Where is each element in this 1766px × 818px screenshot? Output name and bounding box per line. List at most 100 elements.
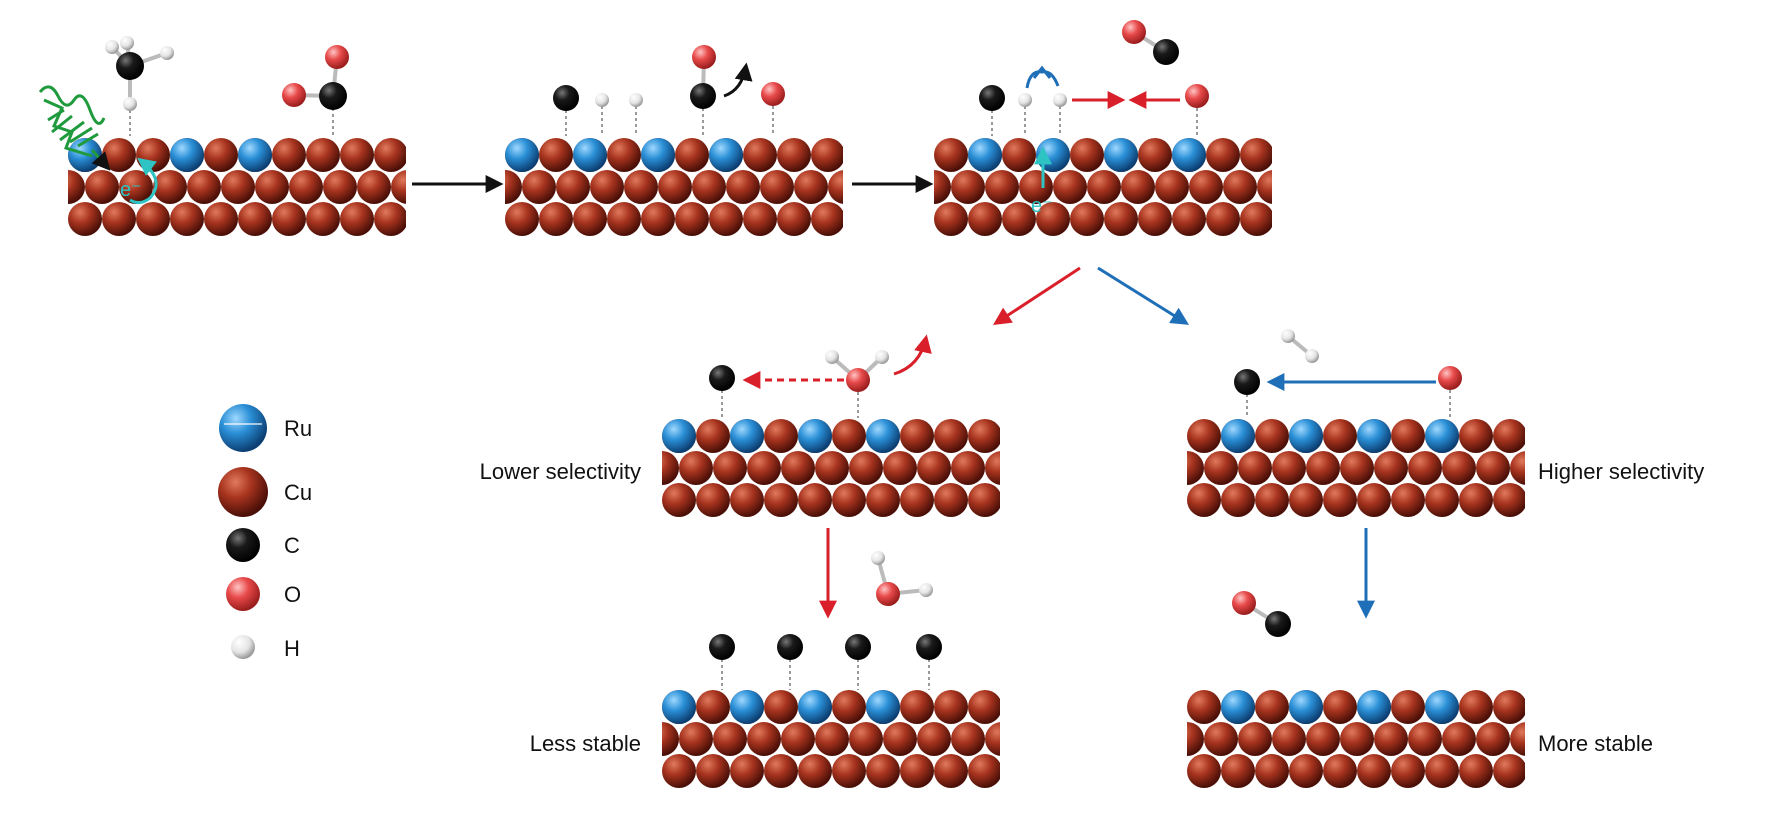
co-molecule [1232, 591, 1291, 637]
cu-atom [798, 483, 832, 517]
cu-atom [1493, 690, 1525, 724]
cu-atom [1527, 754, 1561, 788]
cu-atom [1476, 722, 1510, 756]
cu-atom [1153, 483, 1187, 517]
cu-atom [815, 451, 849, 485]
cu-atom [1153, 690, 1187, 724]
cu-atom [696, 483, 730, 517]
cu-atom [539, 202, 573, 236]
cu-atom [849, 722, 883, 756]
cu-atom [968, 202, 1002, 236]
panel-2-adsorbates [553, 45, 785, 136]
cu-atom [1070, 138, 1104, 172]
cu-atom [1272, 451, 1306, 485]
slab-panel-6 [662, 690, 1000, 788]
cu-atom [1153, 754, 1187, 788]
cu-atom [272, 138, 306, 172]
cu-atom [917, 451, 951, 485]
cu-atom [849, 451, 883, 485]
cu-atom [1138, 202, 1172, 236]
legend-label: O [284, 582, 301, 607]
cu-atom [607, 138, 641, 172]
cu-atom [1493, 419, 1525, 453]
cu-atom [781, 451, 815, 485]
cu-atom [900, 202, 934, 236]
cu-atom [1255, 690, 1289, 724]
cu-atom [934, 170, 951, 204]
slab-panel-3 [900, 138, 1308, 236]
cu-atom [340, 202, 374, 236]
cu-atom [1425, 754, 1459, 788]
cu-atom [1221, 754, 1255, 788]
cu-atom [696, 754, 730, 788]
cu-atom [1274, 202, 1308, 236]
cu-atom [374, 202, 406, 236]
cu-atom [68, 202, 102, 236]
ru-atom [1425, 419, 1459, 453]
slab-panel-1 [68, 138, 406, 236]
legend: Ru Cu C O H [218, 404, 312, 661]
cu-atom [590, 170, 624, 204]
cu-atom [1391, 690, 1425, 724]
cu-atom [1255, 483, 1289, 517]
cu-atom [798, 754, 832, 788]
cu-atom [119, 170, 153, 204]
cu-atom [1374, 451, 1408, 485]
cu-atom [794, 170, 828, 204]
cu-atom [522, 170, 556, 204]
cu-atom [1459, 754, 1493, 788]
cu-atom [832, 754, 866, 788]
cu-atom [764, 754, 798, 788]
h-atom [875, 350, 889, 364]
cu-atom [187, 170, 221, 204]
cu-atom [662, 483, 696, 517]
cu-atom [1189, 170, 1223, 204]
o-atom [876, 582, 900, 606]
cu-atom [1272, 722, 1306, 756]
cu-atom [1255, 419, 1289, 453]
cu-atom [1527, 483, 1561, 517]
arrow-branch-red [992, 266, 1081, 325]
cu-atom [968, 483, 1000, 517]
cu-atom [1391, 483, 1425, 517]
h-atom [825, 350, 839, 364]
cu-atom [679, 451, 713, 485]
o-atom [1122, 20, 1146, 44]
cu-atom [1323, 690, 1357, 724]
cu-atom [662, 722, 679, 756]
cu-atom [968, 754, 1000, 788]
ru-atom [1357, 419, 1391, 453]
ru-atom [866, 690, 900, 724]
ru-atom [1036, 138, 1070, 172]
label-higher-selectivity: Higher selectivity [1538, 459, 1704, 484]
o-atom [1438, 366, 1462, 390]
cu-atom [679, 722, 713, 756]
cu-atom [1476, 451, 1510, 485]
label-lower-selectivity: Lower selectivity [480, 459, 641, 484]
cu-atom [136, 138, 170, 172]
cu-atom [777, 202, 811, 236]
legend-item-cu: Cu [218, 467, 312, 517]
ru-atom [573, 138, 607, 172]
cu-atom [539, 138, 573, 172]
cu-atom [1442, 451, 1476, 485]
cu-atom [662, 451, 679, 485]
cu-atom [1187, 722, 1204, 756]
cu-atom [374, 138, 406, 172]
cu-atom [1187, 754, 1221, 788]
cu-atom [968, 690, 1000, 724]
cu-atom [696, 690, 730, 724]
cu-atom [136, 202, 170, 236]
cu-atom-icon [218, 467, 268, 517]
c-atom [690, 83, 716, 109]
cu-atom [306, 138, 340, 172]
legend-label: H [284, 636, 300, 661]
cu-atom [1053, 170, 1087, 204]
cu-atom [900, 754, 934, 788]
ru-atom [798, 419, 832, 453]
cu-atom [883, 451, 917, 485]
cu-atom [1323, 754, 1357, 788]
cu-atom [1493, 754, 1525, 788]
cu-atom [951, 451, 985, 485]
cu-atom [1155, 170, 1189, 204]
